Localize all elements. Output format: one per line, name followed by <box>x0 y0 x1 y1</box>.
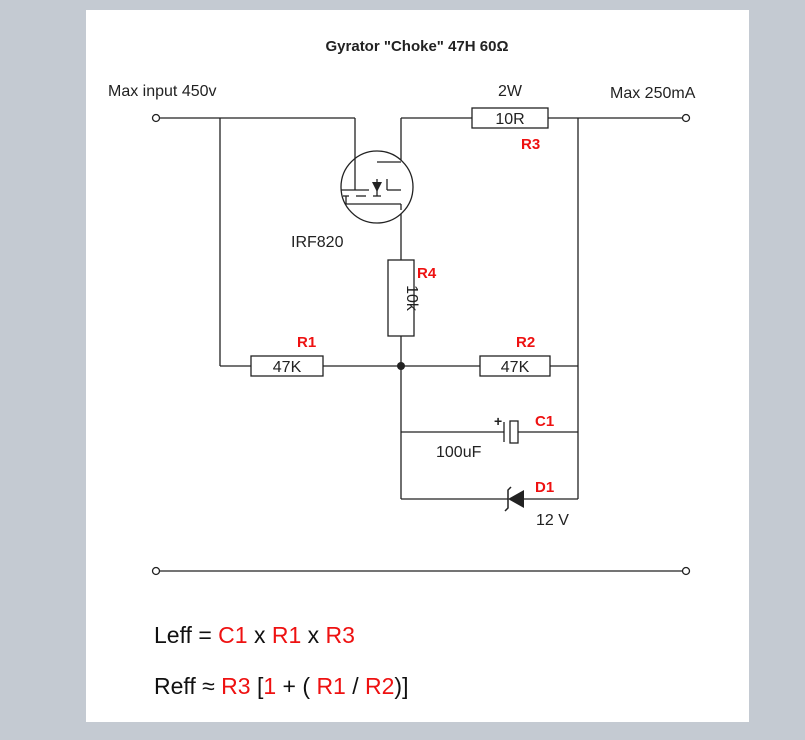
input-terminal <box>151 113 161 123</box>
output-current-label: Max 250mA <box>610 85 696 102</box>
r3-resistor <box>471 107 549 129</box>
leff-c1: C1 <box>218 622 248 648</box>
c1-ref: C1 <box>535 413 554 430</box>
reff-plus: + <box>282 673 296 699</box>
ground-terminal-left <box>151 566 161 576</box>
power-rating-label: 2W <box>498 83 523 100</box>
r3-ref: R3 <box>521 136 540 153</box>
reff-one: 1 <box>263 673 277 699</box>
c1-polarity: + <box>494 413 502 429</box>
leff-r1: R1 <box>271 622 302 648</box>
leff-times-1: x <box>253 622 266 648</box>
r1-resistor <box>250 355 324 377</box>
input-voltage-label: Max input 450v <box>108 83 217 100</box>
diagram-title: Gyrator "Choke" 47H 60Ω <box>326 38 509 55</box>
ground-terminal-right <box>681 566 691 576</box>
d1-zener-bar <box>504 486 512 512</box>
wiring <box>158 117 684 572</box>
resistance-formula: Reff ≈ R3 [1 + ( R1 / R2)] <box>154 673 408 700</box>
reff-open-bracket: [ <box>256 673 264 699</box>
r4-ref: R4 <box>417 265 437 282</box>
output-terminal <box>681 113 691 123</box>
r1-ref: R1 <box>297 334 316 351</box>
schematic: Gyrator "Choke" 47H 60Ω <box>108 38 696 576</box>
reff-close: )] <box>394 673 409 699</box>
diagram-panel: Gyrator "Choke" 47H 60Ω <box>86 10 749 722</box>
reff-lhs: Reff ≈ <box>154 673 215 699</box>
reff-slash: / <box>352 673 359 699</box>
junction-dot <box>397 362 405 370</box>
d1-value: 12 V <box>536 512 569 529</box>
reff-r2: R2 <box>365 673 395 699</box>
inductance-formula: Leff = C1 x R1 x R3 <box>154 622 355 649</box>
mosfet-arrow <box>372 182 382 192</box>
r4-resistor <box>387 259 415 337</box>
r1-value: 47K <box>273 359 302 376</box>
c1-value: 100uF <box>436 444 482 461</box>
reff-open-paren: ( <box>302 673 311 699</box>
reff-r3: R3 <box>221 673 251 699</box>
r2-ref: R2 <box>516 334 535 351</box>
reff-r1: R1 <box>316 673 346 699</box>
r3-value: 10R <box>495 111 524 128</box>
leff-r3: R3 <box>325 622 355 648</box>
r2-resistor <box>479 355 551 377</box>
r2-value: 47K <box>501 359 530 376</box>
d1-zener-diode <box>508 490 524 508</box>
leff-lhs: Leff = <box>154 622 212 648</box>
c1-capacitor <box>503 420 519 444</box>
mosfet-part-label: IRF820 <box>291 234 344 251</box>
d1-ref: D1 <box>535 479 554 496</box>
leff-times-2: x <box>307 622 320 648</box>
r4-value: 10k <box>403 285 420 312</box>
